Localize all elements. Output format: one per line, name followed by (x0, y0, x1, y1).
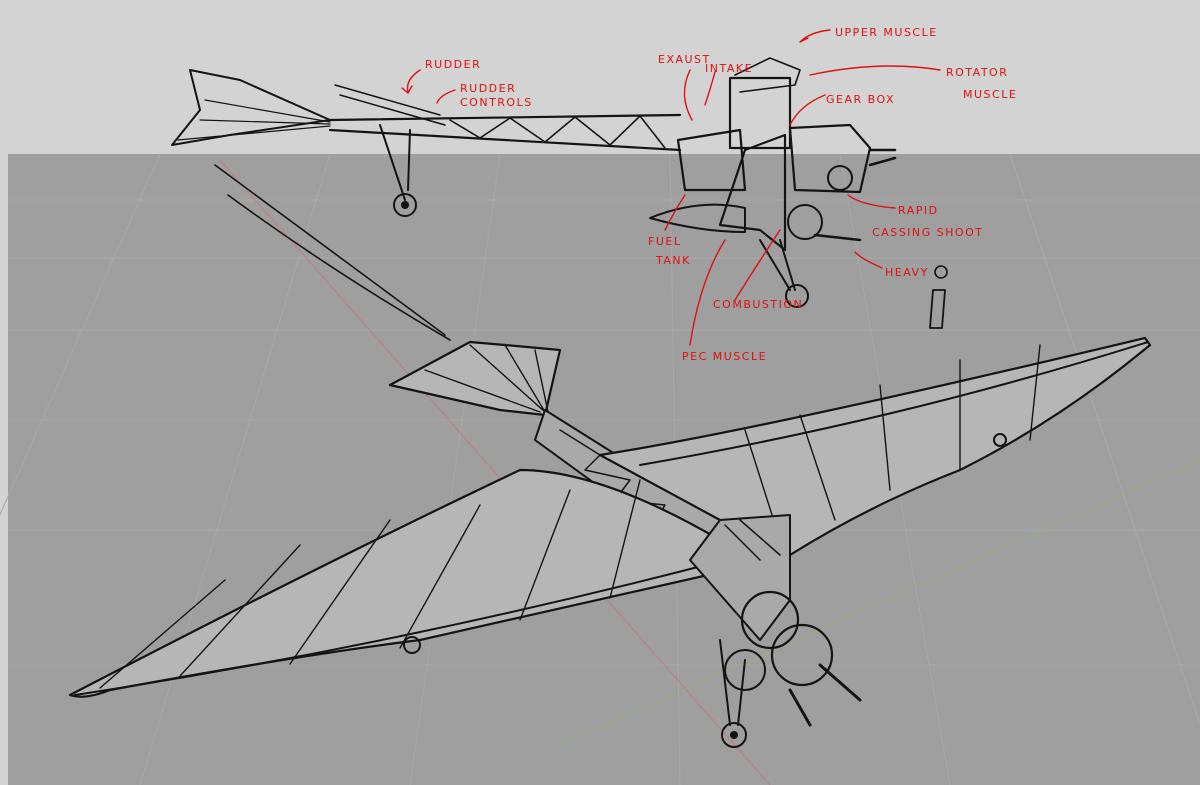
side-fuel-tank (649, 203, 746, 233)
label-heavy: HEAVY (885, 266, 929, 279)
main-wheel (721, 722, 747, 748)
label-combustion: COMBUSTION (713, 298, 803, 311)
scale-figure (929, 289, 946, 329)
y-axis-line (559, 459, 1200, 746)
label-rudder: RUDDER (425, 58, 481, 71)
side-tail-wheel (393, 193, 417, 217)
side-view-machine (171, 57, 897, 341)
x-axis-line (219, 159, 771, 785)
label-rotator-muscle-line1: ROTATOR (946, 66, 1008, 79)
side-main-wheel (785, 284, 809, 308)
label-intake: INTAKE (705, 62, 753, 75)
tail-fan (388, 340, 562, 417)
annotation-leaders (401, 29, 941, 346)
label-fuel-tank-line1: FUEL (648, 235, 681, 248)
label-rudder-controls-line2: CONTROLS (460, 96, 533, 109)
right-wing (598, 336, 1152, 557)
label-rotator-muscle-line2: MUSCLE (963, 88, 1017, 101)
perspective-machine (68, 336, 1152, 748)
label-upper-muscle: UPPER MUSCLE (835, 26, 938, 39)
annotations: RUDDER RUDDER CONTROLS EXAUST INTAKE UPP… (425, 26, 1017, 363)
label-exhaust: EXAUST (658, 53, 711, 66)
label-gear-box: GEAR BOX (826, 93, 895, 106)
label-rapid-line1: RAPID (898, 204, 939, 217)
label-pec-muscle: PEC MUSCLE (682, 350, 767, 363)
engine-cylinder (740, 590, 800, 650)
label-rapid-line2: CASSING SHOOT (872, 226, 983, 239)
gearbox-housing (770, 623, 834, 687)
label-fuel-tank-line2: TANK (655, 254, 691, 267)
label-rudder-controls-line1: RUDDER (460, 82, 516, 95)
left-wing (68, 468, 732, 698)
